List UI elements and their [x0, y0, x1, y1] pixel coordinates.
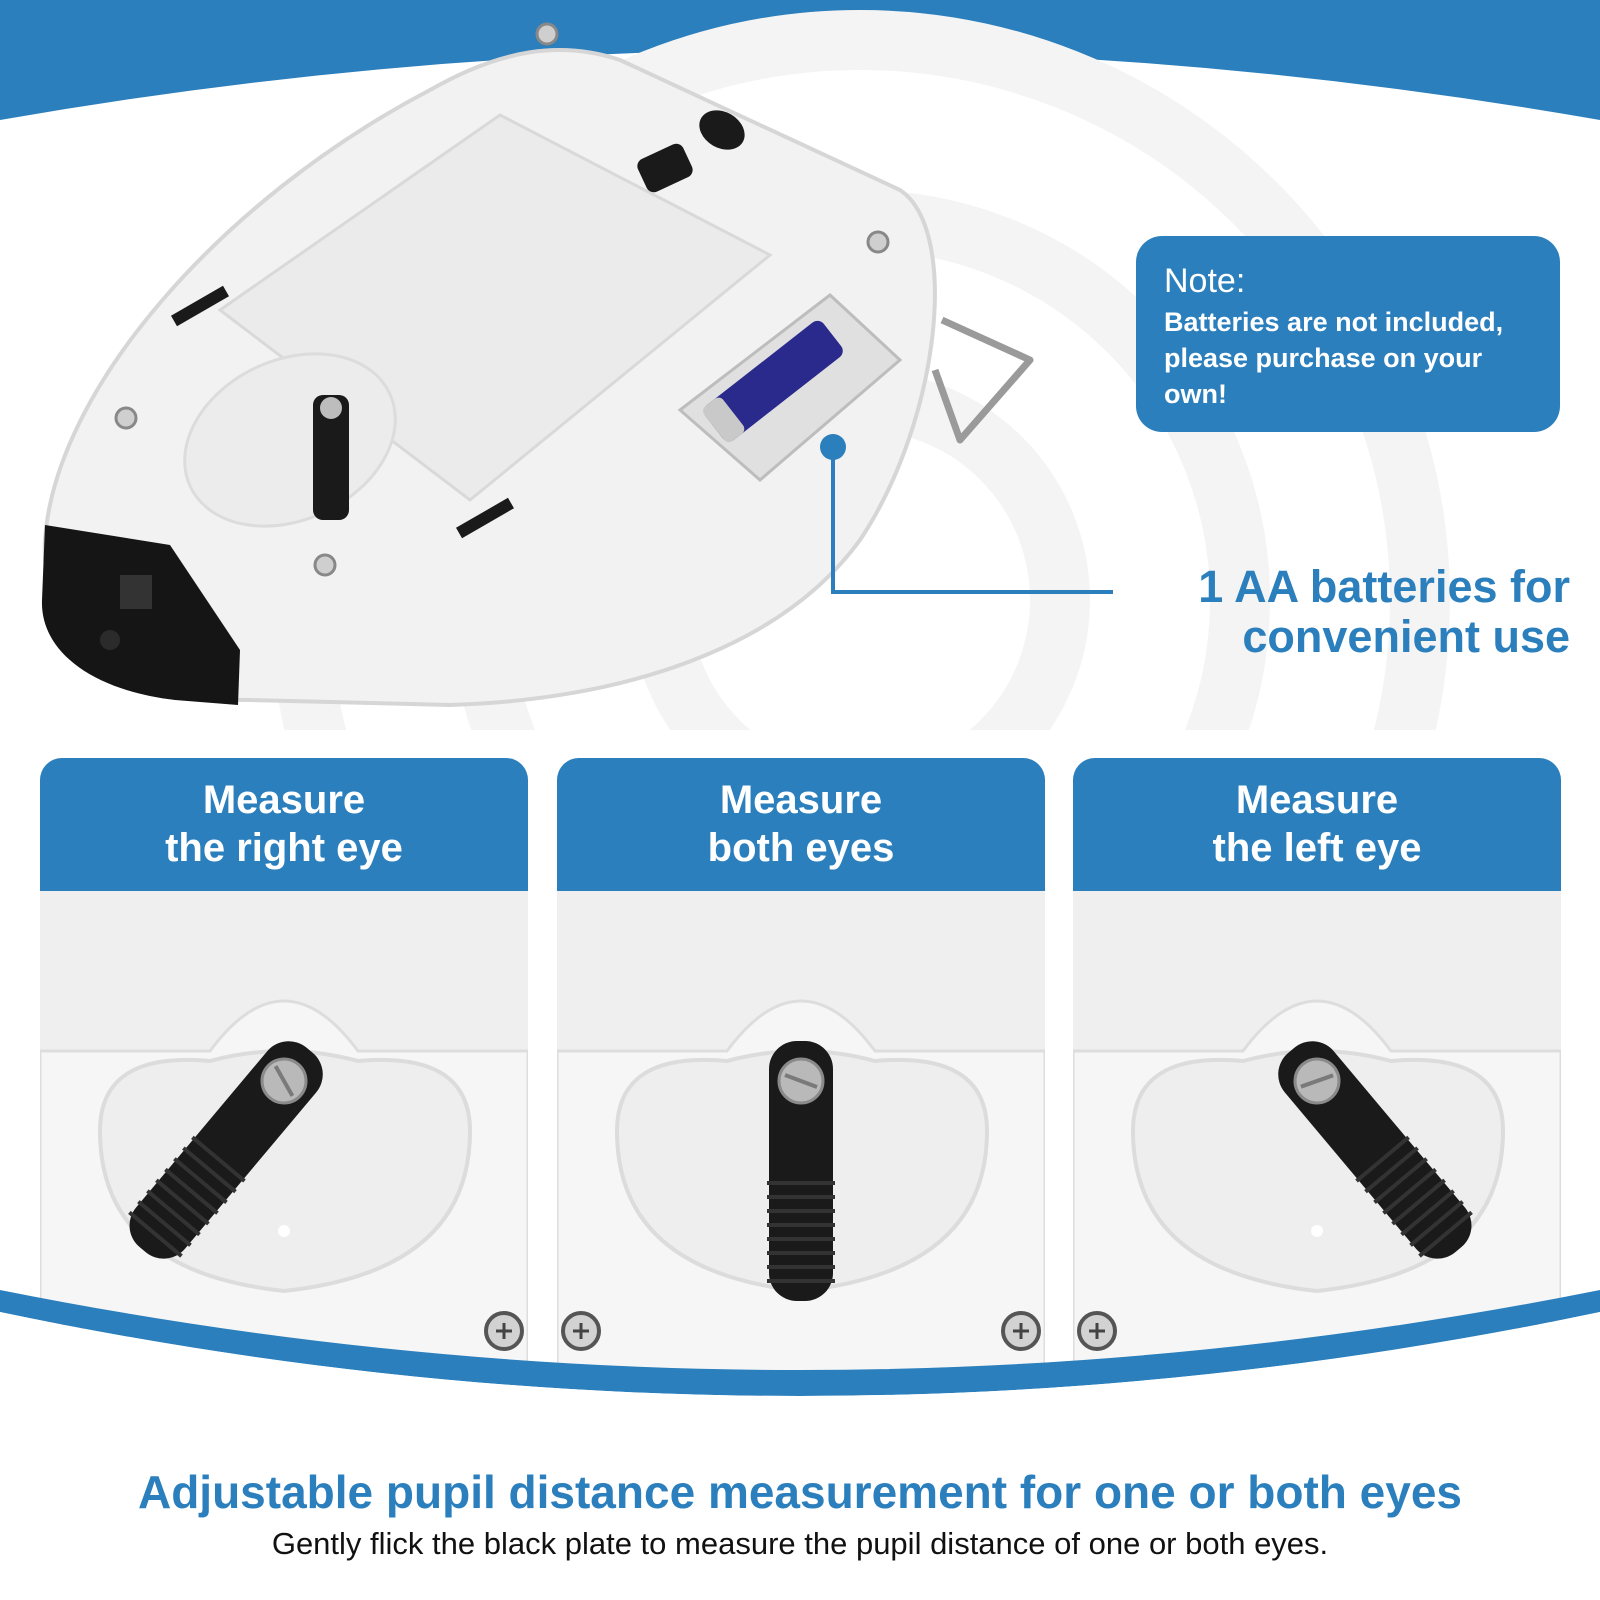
battery-callout-text: 1 AA batteries for convenient use	[1100, 562, 1570, 662]
recess-dot	[278, 1225, 290, 1237]
lever-grip-ridge	[164, 1167, 219, 1215]
lever-grip-ridge	[767, 1223, 835, 1227]
lever-screw-slot	[1300, 1073, 1334, 1089]
screw-cross	[1013, 1323, 1029, 1339]
panel-header-line2: both eyes	[707, 826, 895, 870]
lever-grip-ridge	[767, 1265, 835, 1269]
lever-screw-slot	[784, 1073, 818, 1089]
panel-header: Measure both eyes	[557, 758, 1045, 891]
lever-grip-ridge	[767, 1209, 835, 1213]
panel-header: Measure the right eye	[40, 758, 528, 891]
panel-measure-both-eyes: Measure both eyes	[557, 758, 1045, 1408]
screw-cross	[496, 1323, 512, 1339]
lever-illustration	[40, 891, 528, 1408]
lever-grip-ridge	[1391, 1178, 1446, 1226]
lever-body	[769, 1041, 833, 1301]
lever-grip-ridge	[1409, 1200, 1464, 1247]
panel-header-line2: the left eye	[1212, 826, 1422, 870]
lever-grip-ridge	[155, 1178, 210, 1226]
lever-grip-ridge	[1364, 1146, 1419, 1194]
lever-grip-ridge	[128, 1210, 183, 1258]
lever-grip-ridge	[767, 1251, 835, 1255]
lever-grip-ridge	[1373, 1157, 1428, 1204]
screw-cross	[573, 1323, 589, 1339]
lever-illustration	[557, 891, 1045, 1408]
lever-screw-slot	[273, 1065, 295, 1097]
lever-plate	[128, 1041, 323, 1259]
screw-cross	[1089, 1323, 1105, 1339]
panel-measure-right-eye: Measure the right eye	[40, 758, 528, 1408]
lever-illustration	[1073, 891, 1561, 1408]
bottom-blue-arc	[0, 1290, 1600, 1460]
lever-grip-ridge	[1382, 1167, 1437, 1215]
lever-grip-ridge	[1400, 1189, 1455, 1237]
lever-grip-ridge	[191, 1135, 246, 1183]
battery-callout-line2: convenient use	[1242, 611, 1570, 662]
panel-header: Measure the left eye	[1073, 758, 1561, 891]
lever-plate	[313, 395, 349, 520]
recess-dot	[1311, 1225, 1323, 1237]
battery-callout-line1: 1 AA batteries for	[1198, 561, 1570, 612]
note-box: Note: Batteries are not included, please…	[1136, 236, 1560, 432]
lever-grip-ridge	[1418, 1210, 1473, 1258]
lever-plate	[767, 1041, 835, 1301]
headline: Adjustable pupil distance measurement fo…	[137, 1466, 1463, 1518]
lever-grip-ridge	[767, 1195, 835, 1199]
lever-grip-ridge	[767, 1237, 835, 1241]
note-body: Batteries are not included, please purch…	[1164, 307, 1504, 409]
lever-plate	[1278, 1041, 1473, 1259]
lever-grip-ridge	[767, 1181, 835, 1185]
device-bottom-view	[41, 10, 1450, 730]
lever-grip-ridge	[137, 1200, 192, 1247]
lever-grip-ridge	[173, 1157, 228, 1204]
panel-measure-left-eye: Measure the left eye	[1073, 758, 1561, 1408]
lever-grip-ridge	[1355, 1135, 1410, 1183]
panel-header-line1: Measure	[1235, 778, 1399, 822]
note-title: Note:	[1164, 262, 1246, 300]
lever-grip-ridge	[146, 1189, 201, 1237]
subline: Gently flick the black plate to measure …	[271, 1526, 1329, 1561]
panel-header-line1: Measure	[719, 778, 883, 822]
top-blue-arc	[0, 0, 1600, 120]
lever-grip-ridge	[767, 1279, 835, 1283]
lever-grip-ridge	[182, 1146, 237, 1194]
panel-header-line2: the right eye	[165, 826, 403, 870]
panel-header-line1: Measure	[202, 778, 366, 822]
